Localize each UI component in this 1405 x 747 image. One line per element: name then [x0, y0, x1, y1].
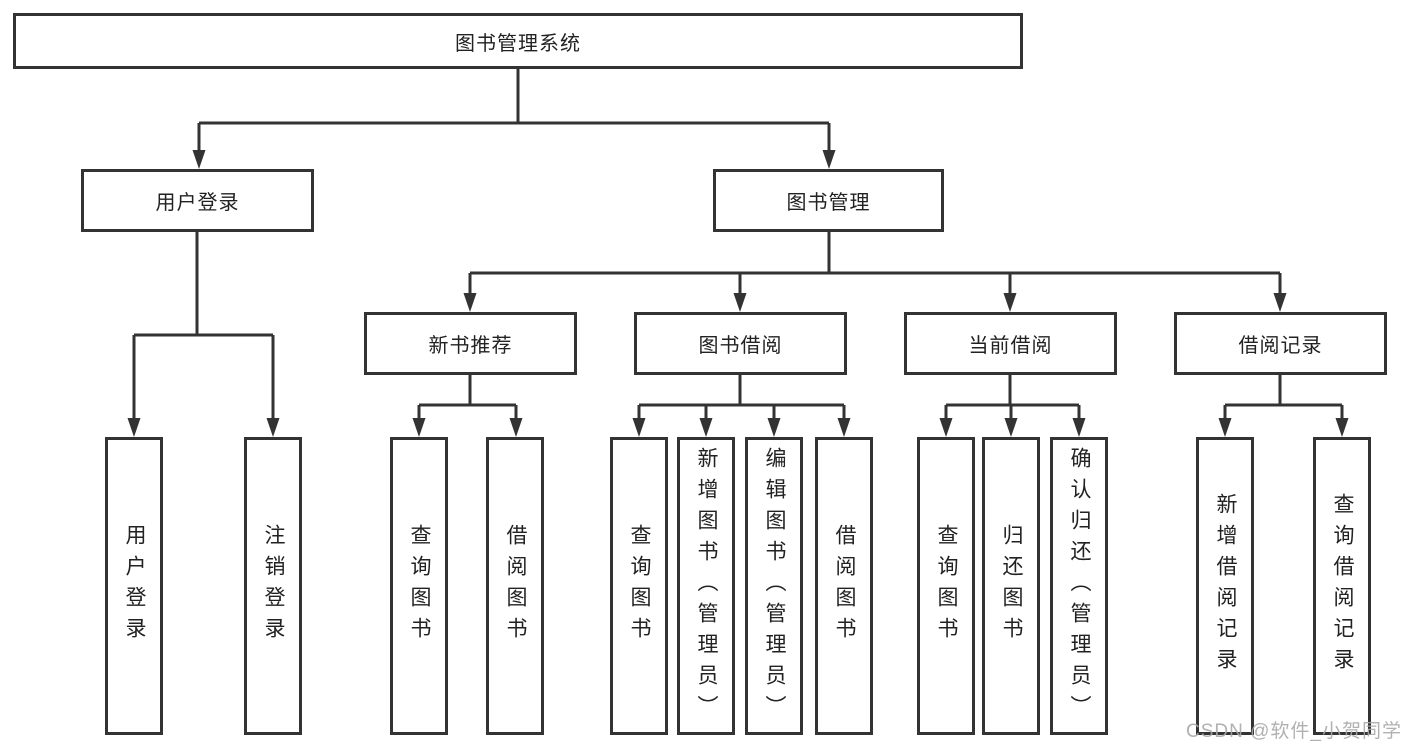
node-leaf-borrow-book-1: 借阅图书	[486, 437, 544, 735]
node-label: 确认归还（管理员）	[1068, 446, 1091, 726]
node-leaf-query-borrow-record: 查询借阅记录	[1313, 437, 1371, 735]
node-leaf-query-book-3: 查询图书	[917, 437, 975, 735]
node-leaf-add-borrow-record: 新增借阅记录	[1196, 437, 1254, 735]
node-label: 查询借阅记录	[1331, 493, 1354, 679]
node-book-borrowing: 图书借阅	[634, 312, 847, 375]
node-root: 图书管理系统	[13, 13, 1023, 69]
node-label: 新增图书（管理员）	[695, 446, 718, 726]
node-leaf-user-login: 用户登录	[105, 437, 163, 735]
node-label: 归还图书	[1000, 524, 1023, 648]
node-label: 新增借阅记录	[1214, 493, 1237, 679]
node-label: 查询图书	[935, 524, 958, 648]
node-leaf-borrow-book-2: 借阅图书	[815, 437, 873, 735]
node-label: 借阅图书	[504, 524, 527, 648]
node-label: 注销登录	[262, 524, 285, 648]
csdn-watermark: CSDN @软件_小贺同学	[1186, 721, 1402, 742]
node-leaf-return-book: 归还图书	[982, 437, 1040, 735]
node-label: 编辑图书（管理员）	[763, 446, 786, 726]
node-leaf-logout: 注销登录	[244, 437, 302, 735]
node-leaf-add-book-admin: 新增图书（管理员）	[677, 437, 735, 735]
node-label: 借阅图书	[833, 524, 856, 648]
node-leaf-edit-book-admin: 编辑图书（管理员）	[745, 437, 803, 735]
node-leaf-query-book-1: 查询图书	[390, 437, 448, 735]
node-book-management: 图书管理	[713, 169, 944, 232]
node-current-borrowing: 当前借阅	[904, 312, 1117, 375]
node-borrowing-records: 借阅记录	[1174, 312, 1387, 375]
node-new-book-recommend: 新书推荐	[364, 312, 577, 375]
node-label: 查询图书	[408, 524, 431, 648]
node-user-login: 用户登录	[81, 169, 314, 232]
node-label: 查询图书	[628, 524, 651, 648]
node-leaf-confirm-return-admin: 确认归还（管理员）	[1050, 437, 1108, 735]
node-leaf-query-book-2: 查询图书	[610, 437, 668, 735]
node-label: 用户登录	[123, 524, 146, 648]
